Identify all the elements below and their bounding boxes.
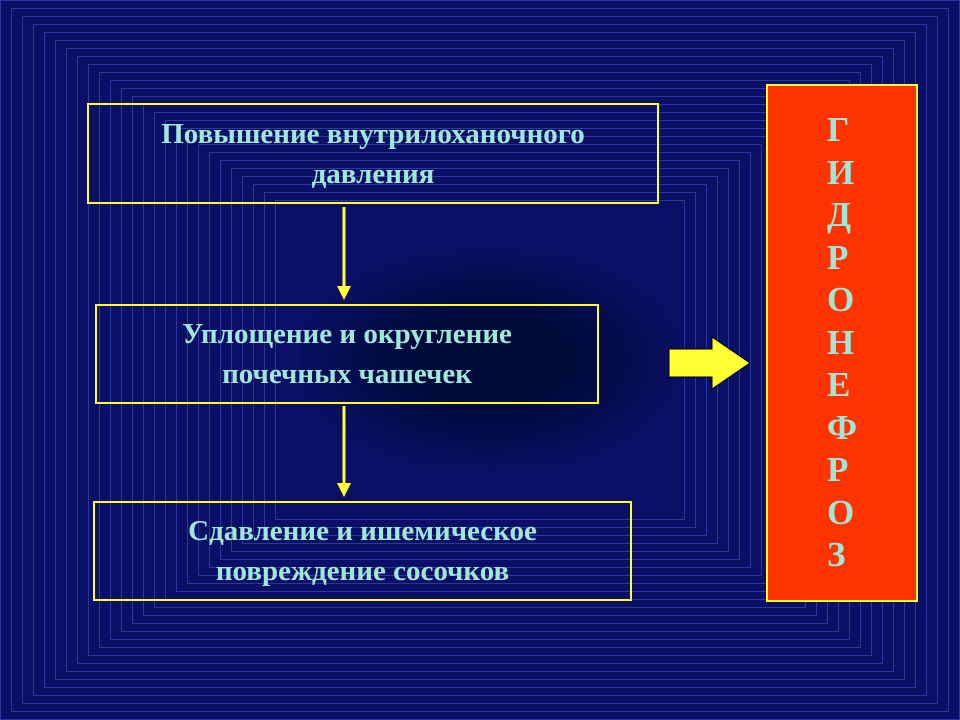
- result-letter: О: [826, 492, 855, 532]
- step-3-line-1: Сдавление и ишемическое: [188, 515, 537, 547]
- step-1-line-2: давления: [311, 157, 435, 190]
- arrow-down-2-head: [337, 483, 351, 497]
- result-letter: Р: [826, 237, 849, 277]
- result-letter: Д: [826, 195, 852, 235]
- result-letter: О: [826, 280, 855, 320]
- result-letter: Ф: [826, 407, 858, 447]
- result-letter: Е: [826, 365, 851, 405]
- step-box-3: Сдавление и ишемическое повреждение сосо…: [93, 501, 632, 601]
- step-2-line-1: Уплощение и округление: [182, 318, 512, 350]
- step-box-2: Уплощение и округление почечных чашечек: [95, 304, 599, 404]
- result-letter: Г: [826, 110, 850, 150]
- step-box-1: Повышение внутрилоханочного давления: [87, 103, 659, 204]
- step-1-line-1: Повышение внутрилоханочного: [161, 117, 585, 150]
- arrow-down-1-head: [337, 286, 351, 300]
- step-3-line-2: повреждение сосочков: [215, 555, 510, 587]
- result-letter: И: [826, 152, 855, 192]
- result-letter: Н: [826, 322, 855, 362]
- result-letter: Р: [826, 450, 849, 490]
- result-letter: З: [826, 535, 846, 575]
- step-2-line-2: почечных чашечек: [222, 358, 472, 390]
- block-arrow-right: [668, 336, 751, 390]
